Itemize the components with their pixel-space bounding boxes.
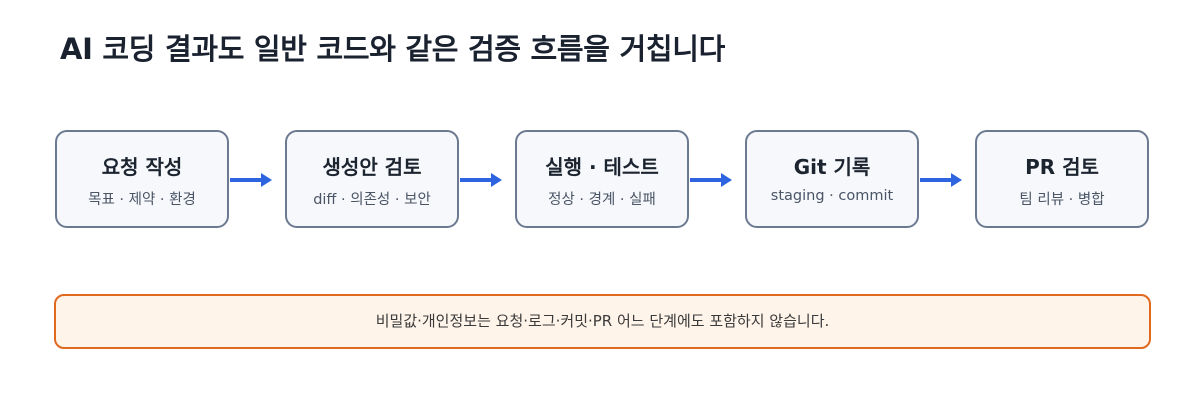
flow-arrow-icon [230,173,272,187]
step-title: PR 검토 [1025,155,1099,179]
step-git-record: Git 기록 staging · commit [745,130,919,228]
step-title: Git 기록 [793,155,871,179]
flow-arrow-icon [920,173,962,187]
step-title: 요청 작성 [101,155,183,179]
step-detail: 팀 리뷰 · 병합 [1019,192,1105,208]
step-title: 생성안 검토 [322,155,422,179]
security-notice: 비밀값·개인정보는 요청·로그·커밋·PR 어느 단계에도 포함하지 않습니다. [54,294,1151,349]
step-detail: diff · 의존성 · 보안 [313,192,431,208]
step-run-test: 실행 · 테스트 정상 · 경계 · 실패 [515,130,689,228]
step-pr-review: PR 검토 팀 리뷰 · 병합 [975,130,1149,228]
step-request-writing: 요청 작성 목표 · 제약 · 환경 [55,130,229,228]
step-detail: 정상 · 경계 · 실패 [548,192,656,208]
step-detail: staging · commit [770,188,894,204]
flow-arrow-icon [690,173,732,187]
page-title: AI 코딩 결과도 일반 코드와 같은 검증 흐름을 거칩니다 [60,32,725,66]
step-draft-review: 생성안 검토 diff · 의존성 · 보안 [285,130,459,228]
step-title: 실행 · 테스트 [545,155,659,179]
flow-arrow-icon [460,173,502,187]
step-detail: 목표 · 제약 · 환경 [88,192,196,208]
